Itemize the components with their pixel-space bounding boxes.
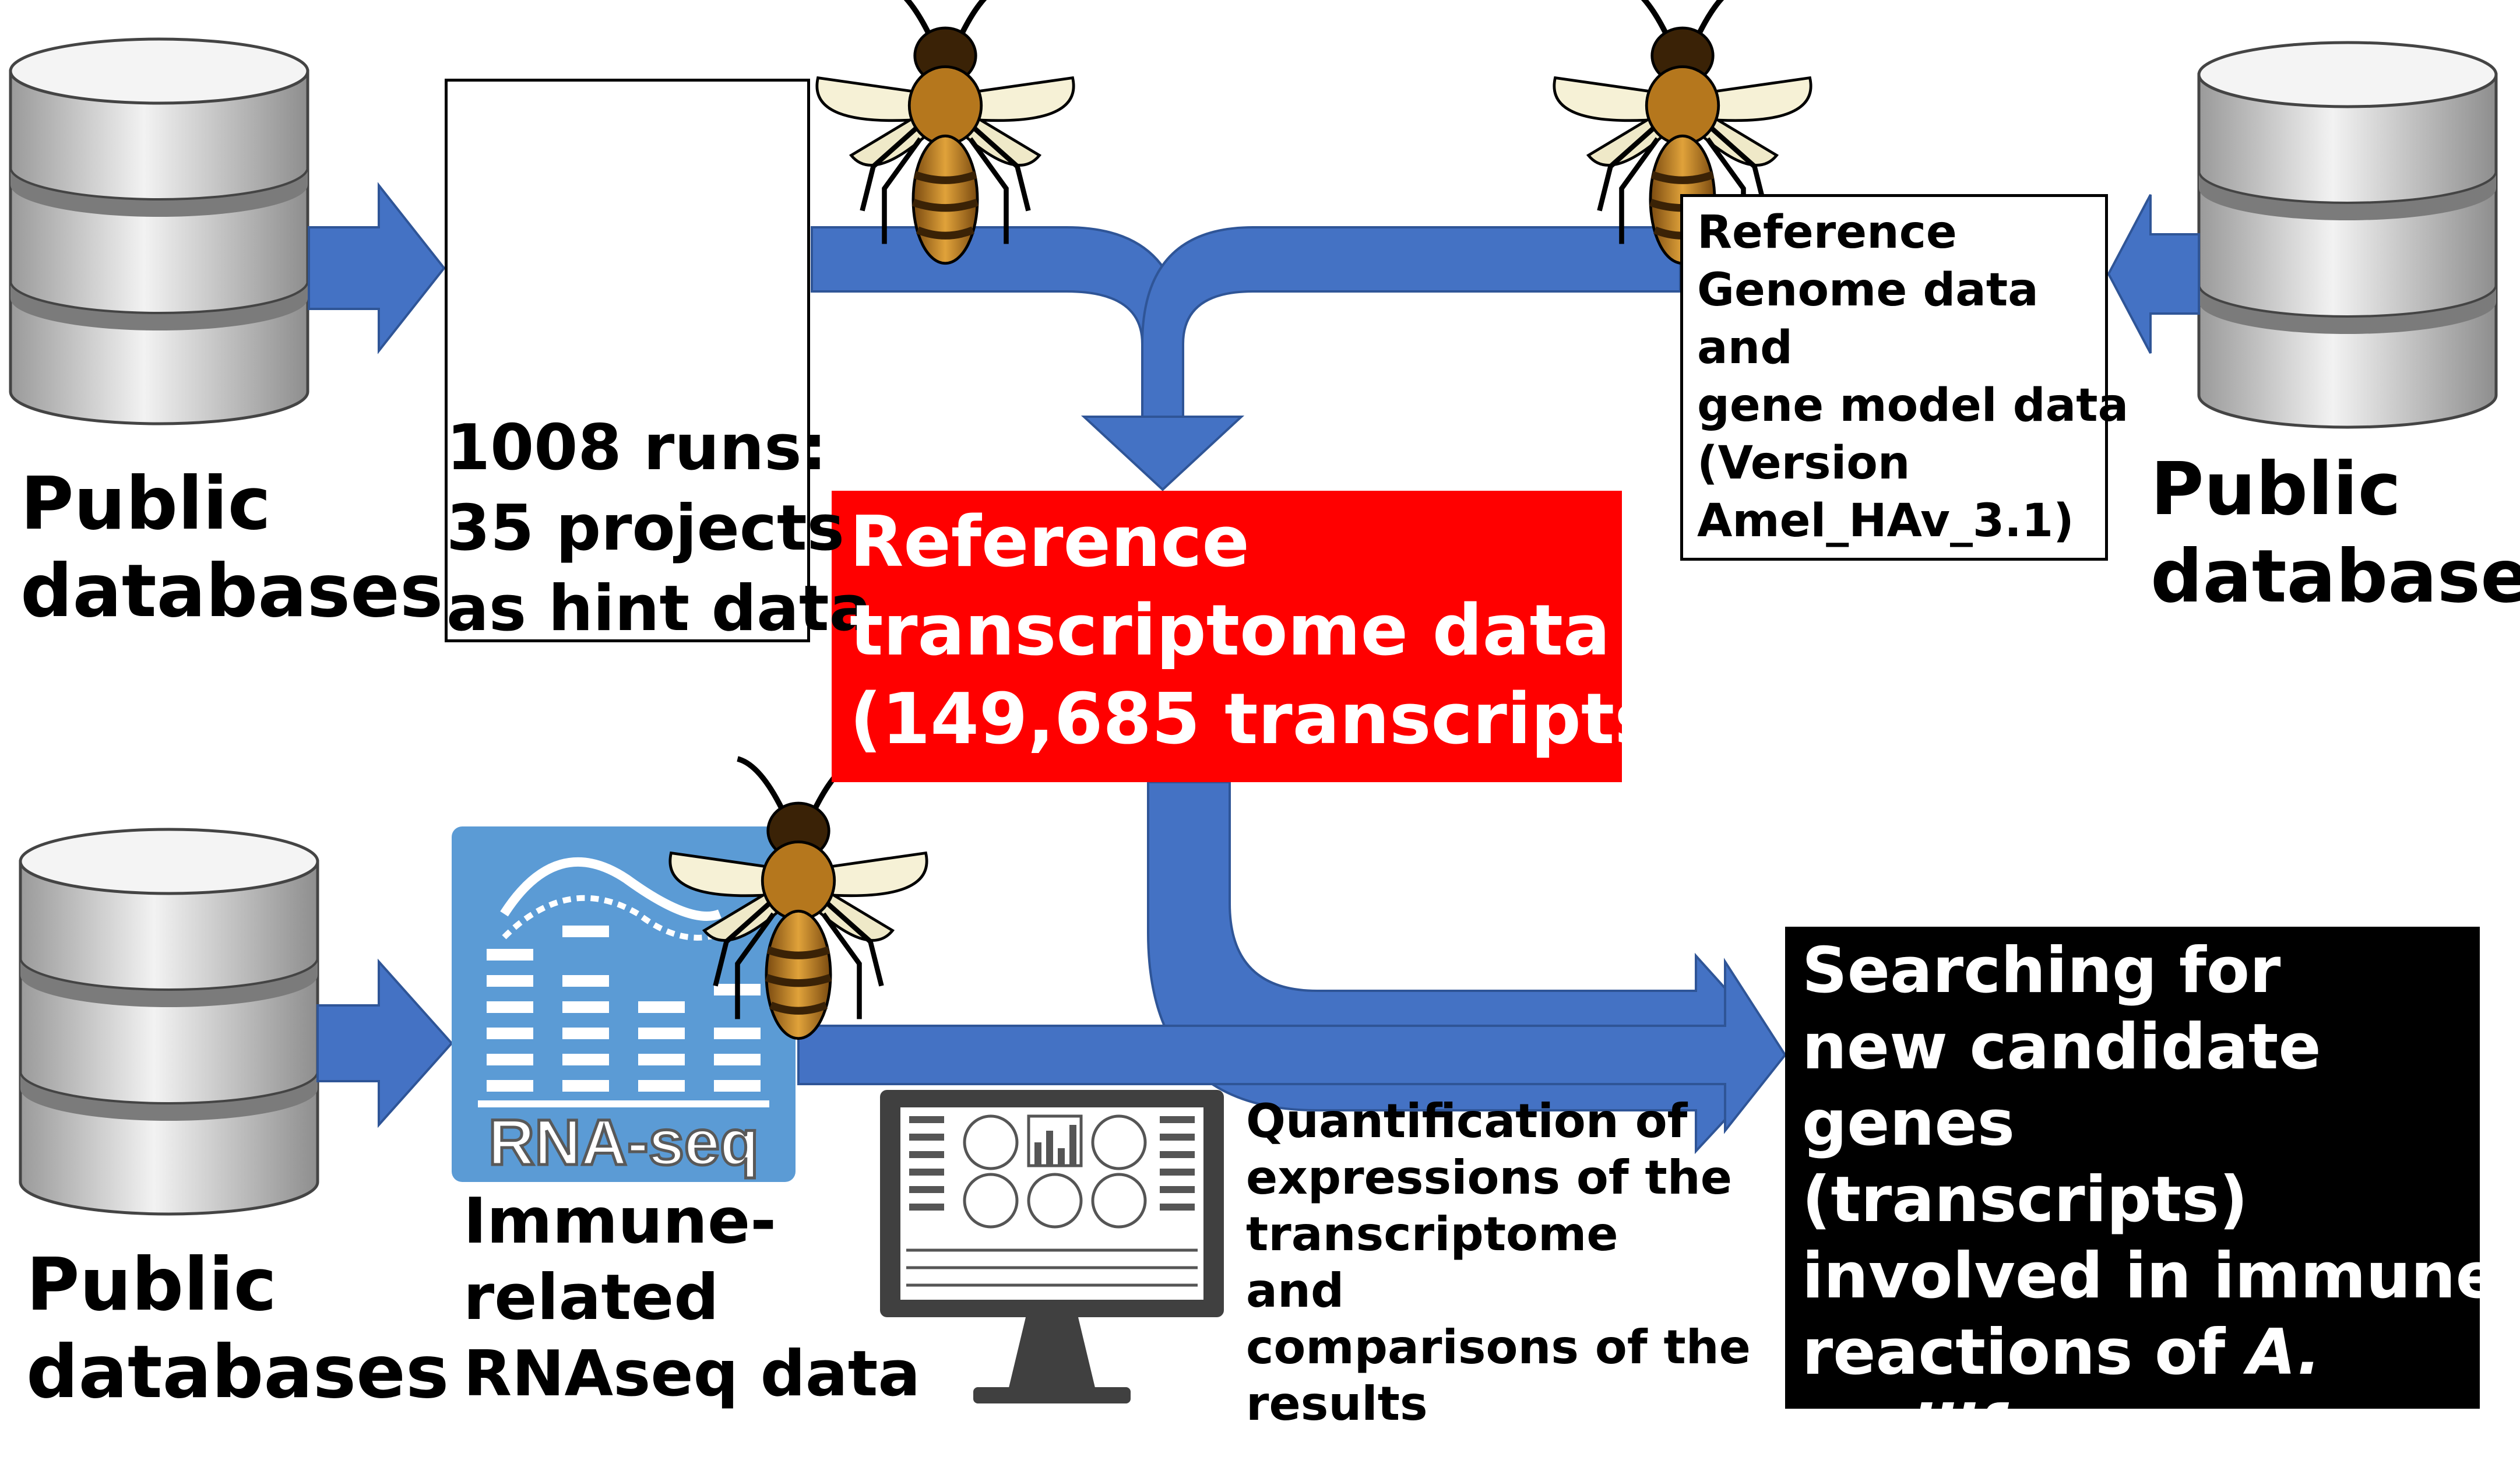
db-label-bottom-left: Public databases xyxy=(26,1243,449,1415)
db-label-top-right: Public databases xyxy=(2151,447,2520,619)
workflow-diagram: RNA-seq RNA-seq xyxy=(0,0,2520,1431)
search-result-box xyxy=(1785,927,2480,1409)
arrow-db-to-genome xyxy=(2107,194,2200,354)
reference-transcriptome-box xyxy=(832,491,1622,782)
arrow-genome-branch xyxy=(1141,226,1681,418)
rnaseq-icon-immune: RNA-seq xyxy=(452,826,796,1182)
flow-arrows xyxy=(308,182,2200,1155)
arrow-db-to-immune xyxy=(316,958,453,1128)
search-result-text: Searching for new candidate genes (trans… xyxy=(1802,933,2520,1467)
database-icon-top-right xyxy=(2199,43,2496,427)
hint-data-box xyxy=(445,79,810,642)
immune-data-text: Immune- related RNAseq data xyxy=(463,1185,921,1410)
bee-icon-top-left xyxy=(817,0,1074,263)
database-icon-bottom-left xyxy=(20,829,318,1214)
quantification-text: Quantification of expressions of the tra… xyxy=(1246,1094,1751,1431)
arrow-db-to-hint xyxy=(308,182,446,354)
rnaseq-icon-immune-label: RNA-seq xyxy=(488,1107,759,1178)
reference-genome-box xyxy=(1680,194,2108,561)
hint-data-text: 1008 runs: 35 projects as hint data xyxy=(446,411,872,645)
arrow-hint-branch xyxy=(811,226,1245,491)
database-icon-top-left xyxy=(10,39,308,424)
arrow-immune-to-search xyxy=(797,958,1787,1134)
reference-transcriptome-text: Reference transcriptome data (149,685 tr… xyxy=(850,502,1688,760)
monitor-dashboard-icon xyxy=(880,1090,1224,1403)
db-label-top-left: Public databases xyxy=(20,462,444,634)
reference-genome-text: Reference Genome data and gene model dat… xyxy=(1697,206,2129,547)
search-result-main: Searching for new candidate genes (trans… xyxy=(1802,934,2498,1389)
